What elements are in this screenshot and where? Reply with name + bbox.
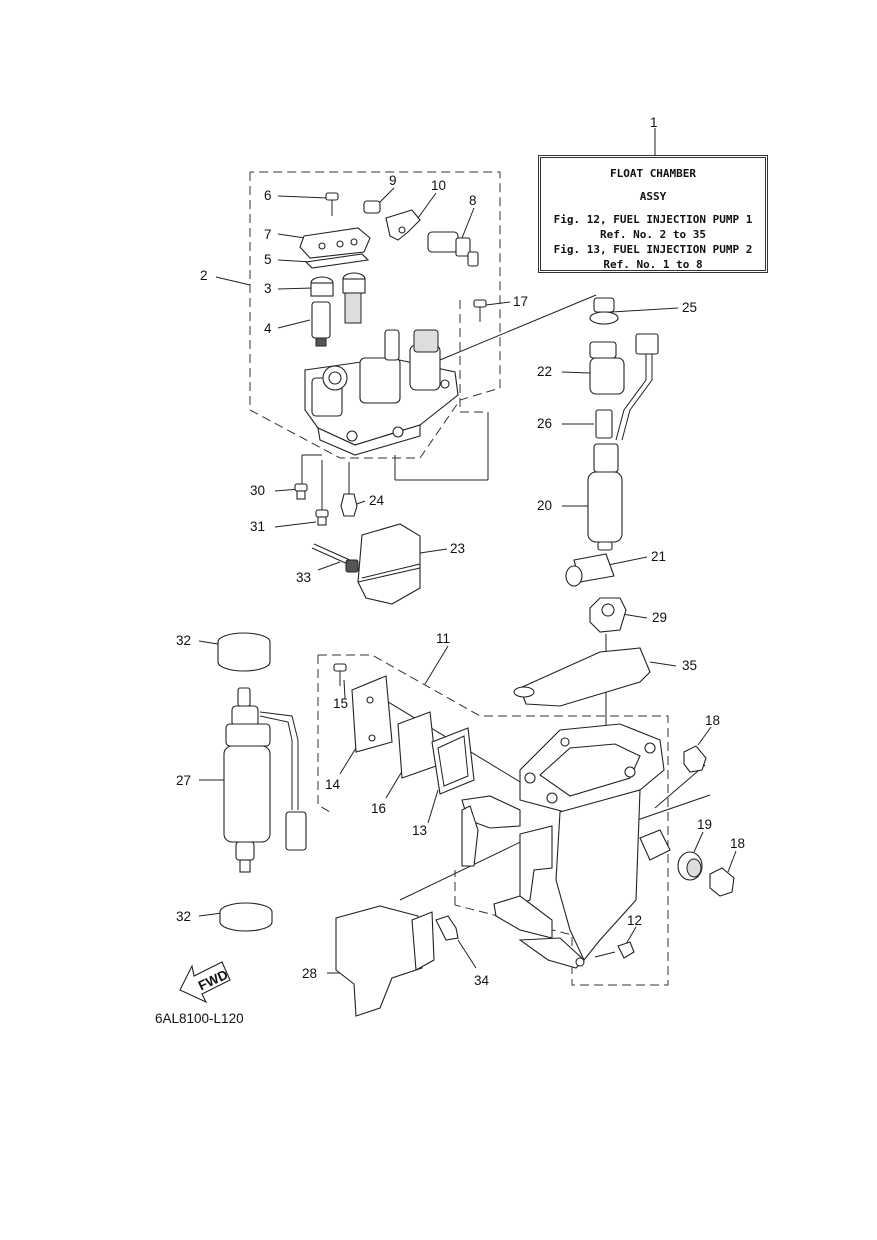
callout-23: 23 [450,541,465,556]
callout-10: 10 [431,178,446,193]
callout-3: 3 [264,281,272,296]
assembly-info-box: FLOAT CHAMBER ASSY Fig. 12, FUEL INJECTI… [538,155,768,273]
info-ref-fig12: Fig. 12, FUEL INJECTION PUMP 1 [553,213,753,226]
callout-22: 22 [537,364,552,379]
pressure-regulator-parts [363,200,479,267]
fwd-arrow-icon: FWD [179,961,231,1004]
callout-9: 9 [389,173,397,188]
callout-35: 35 [682,658,697,673]
callout-12: 12 [627,913,642,928]
callout-19: 19 [697,817,712,832]
callout-2: 2 [200,268,208,283]
callout-30: 30 [250,483,265,498]
callout-4: 4 [264,321,272,336]
pump-module-head [304,329,459,456]
callout-33: 33 [296,570,311,585]
info-ref-fig13: Fig. 13, FUEL INJECTION PUMP 2 [553,243,753,256]
info-subtitle: ASSY [639,190,667,203]
callout-5: 5 [264,252,272,267]
info-title: FLOAT CHAMBER [609,167,697,180]
callout-25: 25 [682,300,697,315]
filter-sleeves [310,272,366,347]
callout-13: 13 [412,823,427,838]
callout-29: 29 [652,610,667,625]
callout-18a: 18 [705,713,720,728]
callout-8: 8 [469,193,477,208]
callout-14: 14 [325,777,341,792]
callout-16: 16 [371,801,386,816]
callout-6: 6 [264,188,272,203]
float-chamber-body [461,723,671,969]
info-ref-range-2: Ref. No. 1 to 8 [603,258,703,271]
callout-21: 21 [651,549,666,564]
group-outlines [249,171,669,986]
grommets-and-bracket [335,745,735,1017]
callout-1: 1 [650,115,658,130]
fuel-pump-stack [513,297,659,707]
callout-11: 11 [436,631,450,646]
small-screws [294,299,487,526]
info-ref-range-1: Ref. No. 2 to 35 [600,228,706,241]
callout-18b: 18 [730,836,745,851]
callout-15: 15 [333,696,348,711]
callout-20: 20 [537,498,552,513]
fwd-label: FWD [196,967,230,994]
callout-26: 26 [537,416,552,431]
callout-7: 7 [264,227,272,242]
callout-32a: 32 [176,633,191,648]
callout-28: 28 [302,966,317,981]
callout-34: 34 [474,973,490,988]
chamber-gaskets [333,663,475,795]
callout-24: 24 [369,493,385,508]
module-cover [299,192,371,269]
vapor-cover [311,523,421,605]
callout-32b: 32 [176,909,191,924]
callout-17: 17 [513,294,528,309]
diagram-code: 6AL8100-L120 [155,1011,244,1026]
callout-labels: 1 2 3 4 5 6 7 8 9 10 11 12 13 14 15 16 1… [176,115,745,988]
callout-27: 27 [176,773,191,788]
callout-31: 31 [250,519,265,534]
high-pressure-pump [217,632,307,932]
